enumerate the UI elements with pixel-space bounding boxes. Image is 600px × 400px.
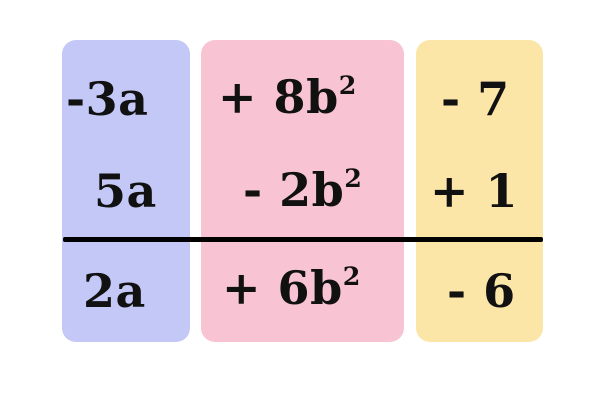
result-a-term: 2a <box>83 264 146 318</box>
row1-b-base: + 8b <box>218 70 339 124</box>
row2-a-term: 5a <box>94 164 157 218</box>
row2-b-base: - 2b <box>243 163 345 217</box>
row1-b-term: + 8b2 <box>218 72 357 120</box>
row1-b-exponent: 2 <box>338 70 357 101</box>
row1-constant-term: - 7 <box>441 72 510 126</box>
b-squared-terms-column <box>201 40 404 342</box>
result-b-base: + 6b <box>222 261 343 315</box>
row2-b-exponent: 2 <box>344 163 363 194</box>
result-b-exponent: 2 <box>342 261 361 292</box>
a-terms-column <box>62 40 190 342</box>
constant-terms-column <box>416 40 543 342</box>
row1-a-term: -3a <box>66 72 149 126</box>
row2-b-term: - 2b2 <box>243 165 362 213</box>
result-constant-term: - 6 <box>447 264 516 318</box>
sum-line <box>63 237 543 242</box>
result-b-term: + 6b2 <box>222 263 361 311</box>
row2-constant-term: + 1 <box>430 164 519 218</box>
